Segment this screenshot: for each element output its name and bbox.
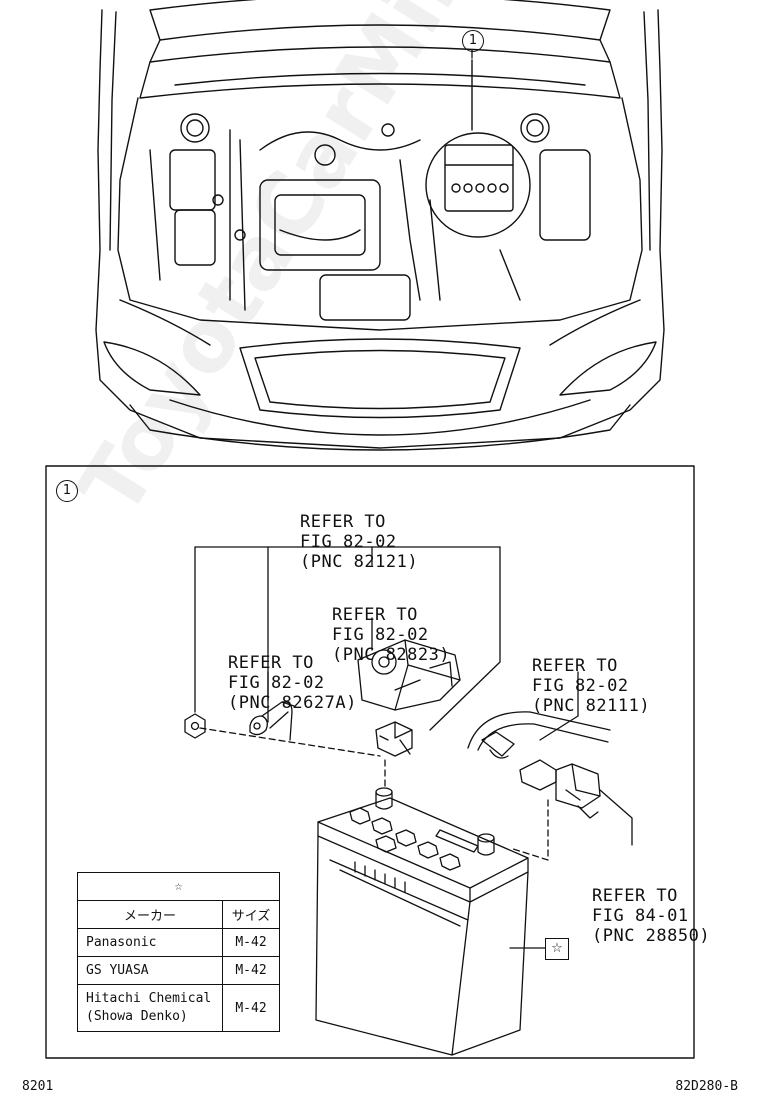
table-cell-size: M-42 [222,956,280,985]
positive-clamp-part [375,721,413,757]
battery-part [315,787,529,1056]
table-cell-size: M-42 [222,928,280,957]
table-cell-maker: Panasonic [77,928,223,957]
nut-part [184,713,206,739]
table-cell-size: M-42 [222,984,280,1032]
table-cell-maker: Hitachi Chemical (Showa Denko) [77,984,223,1032]
detail-frame [45,465,695,1059]
table-row: GS YUASA M-42 [77,956,280,985]
callout-1-top: 1 [462,30,484,52]
table-cell-maker: GS YUASA [77,956,223,985]
footer-page-code: 8201 [22,1079,54,1094]
table-header-row: メーカー サイズ [77,900,280,929]
star-callout-box: ☆ [545,938,569,960]
table-header-symbol-row: ☆ [77,872,280,901]
fusible-link-part [519,759,601,819]
dashed-lines [199,727,549,861]
table-row: Panasonic M-42 [77,928,280,957]
table-star-header: ☆ [77,872,280,901]
callout-1-detail: 1 [56,480,78,502]
leader-lines [194,546,633,949]
column-header-size: サイズ [222,900,280,929]
vehicle-engine-bay [95,0,665,451]
terminal-cover-part [357,639,461,711]
table-row: Hitachi Chemical (Showa Denko) M-42 [77,984,280,1032]
footer-figure-id: 82D280-B [675,1079,738,1094]
cable-connector-part [467,711,611,759]
column-header-maker: メーカー [77,900,223,929]
negative-cable-part [249,701,295,741]
battery-spec-table: ☆ メーカー サイズ Panasonic M-42 GS YUASA M-42 … [77,872,280,1032]
